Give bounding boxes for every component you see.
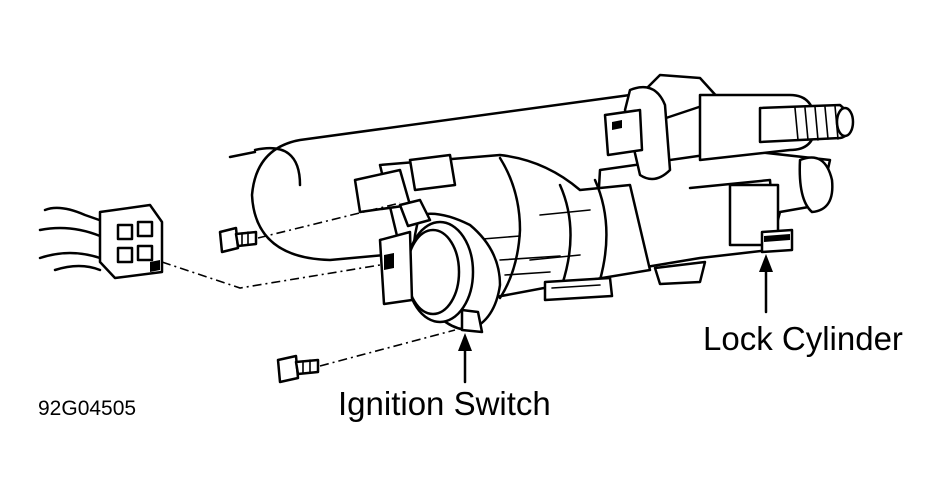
upper-screw-alignment-line	[257, 202, 401, 239]
lock-cylinder-arrow	[759, 254, 773, 314]
ignition-switch-arrow	[458, 333, 472, 384]
ignition-switch-label: Ignition Switch	[338, 385, 551, 422]
wiring-connector	[38, 203, 164, 280]
upper-screw	[218, 226, 258, 254]
lower-screw-alignment-line	[319, 329, 456, 367]
ignition-switch-part	[378, 198, 502, 334]
connector-alignment-line	[161, 261, 381, 289]
figure-code: 92G04505	[38, 397, 137, 420]
lock-cylinder-label: Lock Cylinder	[703, 320, 903, 357]
upper-shaft	[603, 73, 855, 181]
lower-screw	[276, 354, 320, 384]
